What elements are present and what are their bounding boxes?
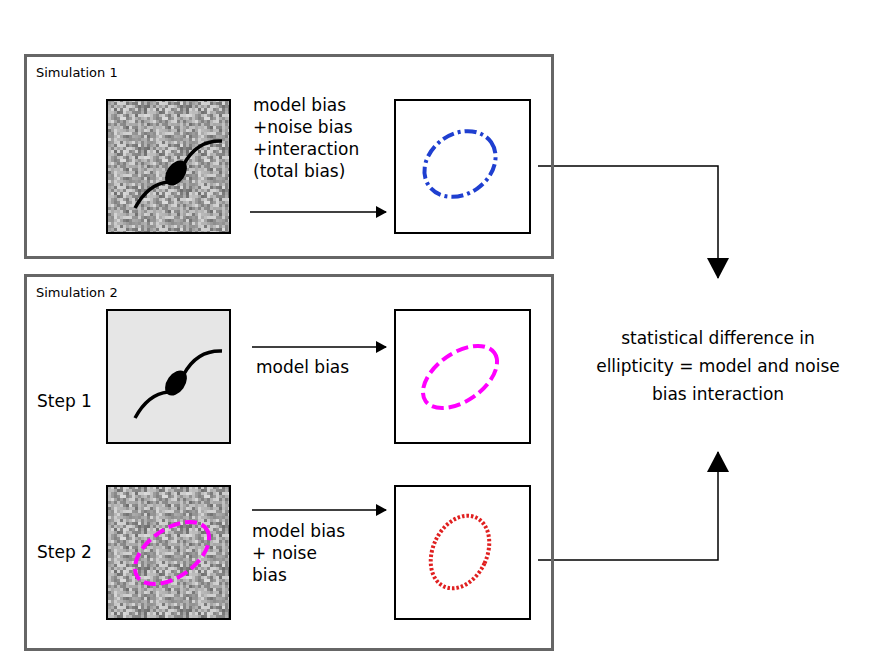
galaxy-bulge (161, 156, 192, 189)
arrow (538, 166, 718, 278)
magenta-ellipse (412, 333, 508, 420)
process-note: model bias (256, 356, 381, 378)
noisy-image (107, 100, 230, 233)
magenta-ellipse (124, 509, 220, 596)
panel-title: Simulation 1 (36, 65, 118, 80)
galaxy-arms (135, 351, 222, 418)
simulation-panel: Simulation 2 (24, 274, 554, 651)
process-note: model bias +noise bias +interaction (tot… (253, 94, 378, 182)
step-label: Step 1 (37, 390, 97, 412)
process-note: model bias + noise bias (252, 520, 350, 586)
output-box (395, 486, 530, 619)
red-ellipse (419, 506, 500, 598)
output-box (395, 100, 530, 233)
arrow (538, 452, 718, 560)
panel-title: Simulation 2 (36, 285, 118, 300)
galaxy-bulge (161, 366, 192, 399)
arrow (252, 509, 386, 511)
clean-image (107, 310, 230, 443)
galaxy-arms (135, 141, 222, 208)
step-label: Step 2 (37, 541, 97, 563)
arrow (252, 346, 386, 348)
arrow (250, 211, 386, 213)
blue-ellipse (412, 118, 509, 211)
output-box (395, 310, 530, 443)
noisy-image (107, 486, 230, 619)
result-note: statistical difference in ellipticity = … (593, 324, 843, 408)
